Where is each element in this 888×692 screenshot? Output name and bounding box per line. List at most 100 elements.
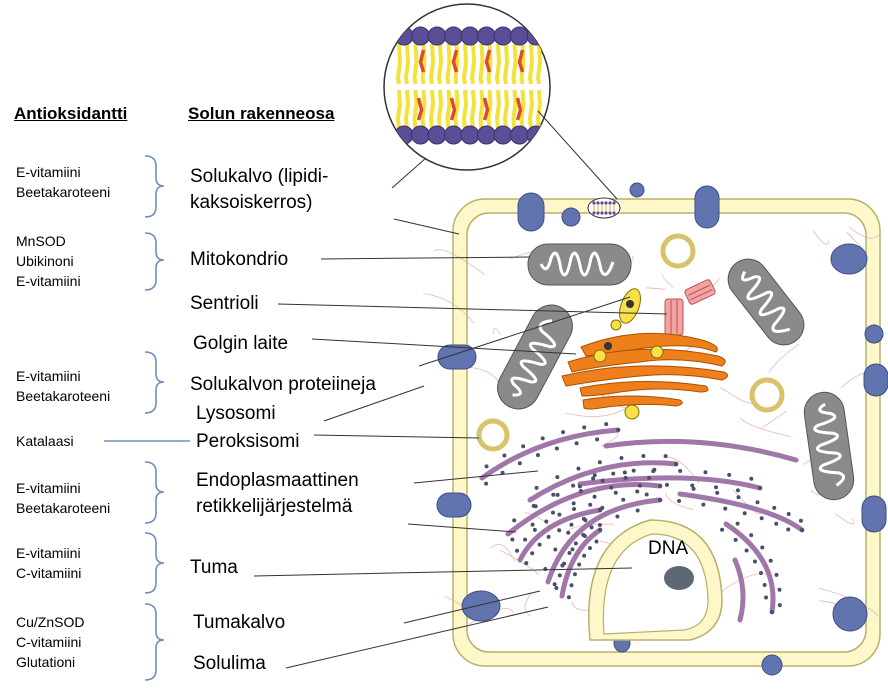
ribosome <box>774 572 779 577</box>
ribosome <box>674 462 678 466</box>
ribosome <box>597 460 602 465</box>
ribosome <box>535 453 540 458</box>
cholesterol <box>482 97 490 121</box>
label-plasma-membrane: Solukalvo (lipidi- kaksoiskerros) <box>190 166 329 213</box>
membrane-protein <box>461 590 501 622</box>
mitochondrion <box>497 304 573 410</box>
cholesterol <box>449 97 457 121</box>
lipid-tail <box>494 43 502 85</box>
lipid-tail <box>395 89 403 131</box>
ribosome <box>569 583 574 588</box>
ribosome <box>544 519 549 524</box>
mitochondrion <box>527 243 632 286</box>
lipid-head <box>411 26 430 46</box>
ribosome <box>566 530 571 535</box>
cholesterol <box>416 97 424 121</box>
lipid-head <box>612 211 616 215</box>
cytoskeleton-fiber <box>566 408 626 417</box>
ribosome <box>621 497 626 502</box>
label-membrane-proteins: Solukalvon proteiineja <box>190 374 376 395</box>
label-nuclear-envelope: Tumakalvo <box>193 612 286 633</box>
lipid-tail <box>527 89 535 131</box>
cholesterol <box>517 49 525 73</box>
ribosome <box>500 470 505 475</box>
antioxidant-group-1: E-vitamiini Beetakaroteeni <box>16 162 110 202</box>
ribosome <box>557 528 562 533</box>
ribosome <box>582 425 587 430</box>
endoplasmic-reticulum <box>479 427 805 623</box>
ribosome <box>595 437 600 442</box>
ribosome <box>777 603 782 608</box>
ribosome <box>573 541 578 546</box>
membrane-protein <box>561 207 581 227</box>
membrane-protein <box>517 192 545 232</box>
ribosome <box>786 511 791 516</box>
lipid-tail <box>395 43 403 85</box>
ribosome <box>690 483 695 488</box>
structure-header: Solun rakenneosa <box>188 104 335 123</box>
ribosome <box>619 455 624 460</box>
lipid-head <box>460 26 480 46</box>
lipid-head <box>526 125 546 145</box>
ribosome <box>574 441 579 446</box>
lipid-tail <box>511 89 518 131</box>
lipid-head <box>427 125 447 145</box>
centriole <box>664 279 716 336</box>
ribosome <box>644 492 649 497</box>
membrane-protein <box>629 182 645 198</box>
ribosome <box>736 495 741 500</box>
ribosome <box>701 502 706 507</box>
antioxidant-group-3: E-vitamiini Beetakaroteeni <box>16 366 110 406</box>
ribosome <box>551 492 556 497</box>
ribosome <box>567 550 572 555</box>
label-nucleus: Tuma <box>190 557 238 578</box>
ribosome <box>571 501 576 506</box>
cytoskeleton-fiber <box>499 549 539 576</box>
membrane-protein <box>861 495 887 533</box>
lipid-head <box>600 211 604 215</box>
ribosome <box>658 484 662 488</box>
ribosome <box>530 522 535 527</box>
ribosome <box>524 561 529 566</box>
ribosome <box>742 511 747 516</box>
lipid-tail <box>469 89 477 131</box>
ribosome <box>562 561 567 566</box>
membrane-protein <box>761 654 783 676</box>
ribosome <box>641 453 646 458</box>
antioxidant-item: E-vitamiini <box>16 368 81 384</box>
antioxidant-item: Glutationi <box>16 654 76 670</box>
ribosome <box>598 508 602 512</box>
antioxidant-item: C-vitamiini <box>16 634 82 650</box>
lipid-head <box>592 211 596 215</box>
antioxidant-item: MnSOD <box>16 233 66 249</box>
ribosome <box>543 567 548 572</box>
ribosome <box>720 527 725 532</box>
lipid-tail <box>412 43 419 85</box>
ribosome <box>631 468 636 473</box>
ribosome <box>777 587 782 592</box>
mitochondria <box>497 243 855 501</box>
lipid-bilayer-zoom <box>383 3 621 219</box>
ribosome <box>512 518 517 523</box>
cytoskeleton-fiber <box>661 274 674 288</box>
cytoskeleton-fiber <box>739 417 791 437</box>
ribosome <box>557 512 562 517</box>
lipid-head <box>510 26 529 46</box>
ribosome <box>571 483 576 488</box>
antioxidant-item: E-vitamiini <box>16 545 81 561</box>
nucleolus <box>664 566 694 590</box>
ribosome <box>554 446 559 451</box>
label-cytoplasm: Solulima <box>193 653 266 674</box>
lipid-head <box>608 211 612 215</box>
label-golgi: Golgin laite <box>193 333 289 354</box>
label-mitochondrion: Mitokondrio <box>190 249 289 270</box>
label-dna: DNA <box>648 538 689 559</box>
cholesterol <box>451 49 459 73</box>
ribosome <box>678 469 683 474</box>
cytoskeleton-fiber <box>848 226 881 239</box>
cytoskeleton-fiber <box>768 343 800 373</box>
ribosome <box>540 436 545 441</box>
ribosome <box>663 454 668 459</box>
lipid-tail <box>502 43 510 85</box>
